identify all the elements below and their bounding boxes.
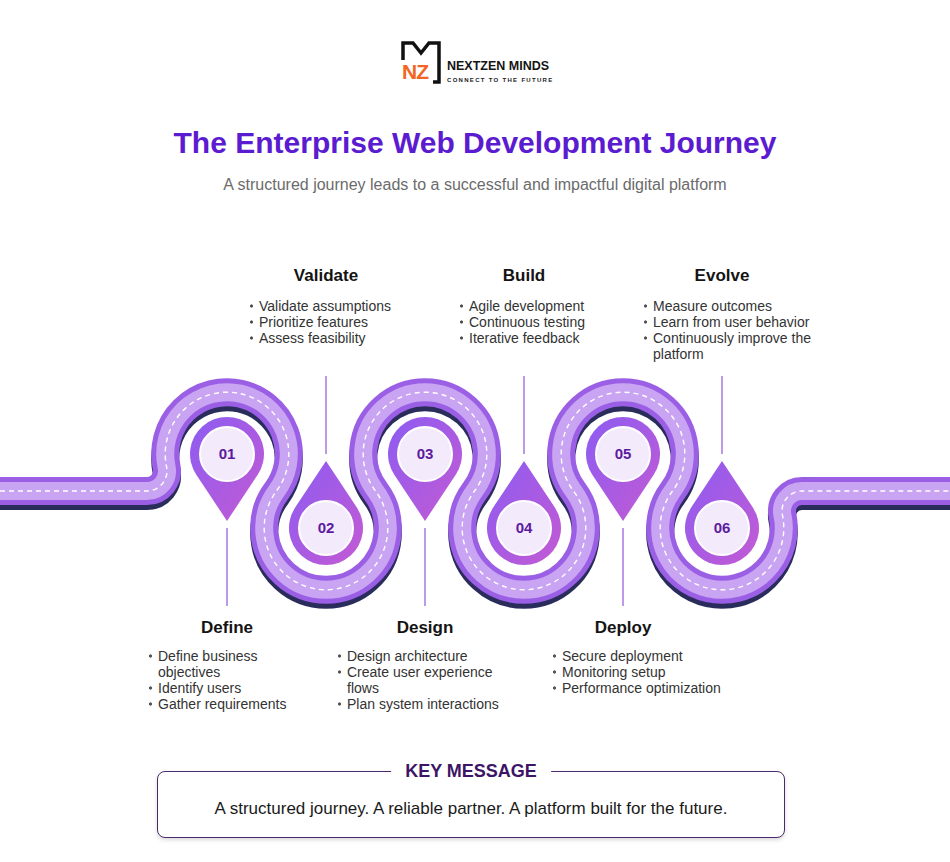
step-heading: Define bbox=[127, 617, 327, 639]
diagram-title: The Enterprise Web Development Journey bbox=[0, 123, 950, 163]
step-bullet: Continuously improve the platform bbox=[643, 330, 823, 362]
pin-body bbox=[685, 461, 759, 565]
ribbon-dashes bbox=[0, 392, 950, 590]
pin-body bbox=[586, 417, 660, 521]
ribbon-band bbox=[0, 392, 950, 590]
step-number: 04 bbox=[484, 518, 564, 538]
step-pin: 06EvolveMeasure outcomesLearn from user … bbox=[682, 458, 762, 568]
step-bullet: Design architecture bbox=[337, 648, 507, 664]
step-list: Design architectureCreate user experienc… bbox=[337, 648, 507, 712]
leader-line bbox=[226, 528, 228, 606]
step-pin: 02ValidateValidate assumptionsPrioritize… bbox=[286, 458, 366, 568]
step-number: 01 bbox=[187, 444, 267, 464]
step-bullet: Define business objectives bbox=[148, 648, 298, 680]
message-body: A structured journey. A reliable partner… bbox=[158, 798, 784, 820]
step-bullet: Create user experience flows bbox=[337, 664, 507, 696]
step-list: Measure outcomesLearn from user behavior… bbox=[643, 298, 823, 362]
logo-mark bbox=[403, 43, 439, 82]
step-number: 03 bbox=[385, 444, 465, 464]
step-list: Define business objectivesIdentify users… bbox=[148, 648, 298, 712]
step-pin: 03DesignDesign architectureCreate user e… bbox=[385, 414, 465, 524]
pin-shape bbox=[583, 414, 663, 524]
pin-body bbox=[289, 461, 363, 565]
step-bullet: Monitoring setup bbox=[552, 664, 742, 680]
ribbon-inner bbox=[0, 392, 950, 590]
step-bullet: Validate assumptions bbox=[249, 298, 409, 314]
step-heading: Design bbox=[325, 617, 525, 639]
step-number: 02 bbox=[286, 518, 366, 538]
step-heading: Build bbox=[424, 265, 624, 287]
step-bullet: Gather requirements bbox=[148, 696, 298, 712]
pin-body bbox=[388, 417, 462, 521]
leader-line bbox=[622, 528, 624, 606]
leader-line bbox=[523, 376, 525, 454]
step-bullet: Secure deployment bbox=[552, 648, 742, 664]
pin-shape bbox=[484, 458, 564, 568]
step-bullet: Performance optimization bbox=[552, 680, 742, 696]
step-number: 06 bbox=[682, 518, 762, 538]
message-box: KEY MESSAGEA structured journey. A relia… bbox=[157, 771, 785, 838]
pin-shape bbox=[385, 414, 465, 524]
pin-shape bbox=[187, 414, 267, 524]
step-pin: 05DeploySecure deploymentMonitoring setu… bbox=[583, 414, 663, 524]
leader-line bbox=[325, 376, 327, 454]
message-heading: KEY MESSAGE bbox=[391, 760, 551, 782]
step-bullet: Plan system interactions bbox=[337, 696, 507, 712]
pin-shape bbox=[286, 458, 366, 568]
step-bullet: Learn from user behavior bbox=[643, 314, 823, 330]
pin-body bbox=[487, 461, 561, 565]
step-list: Secure deploymentMonitoring setupPerform… bbox=[552, 648, 742, 696]
step-heading: Evolve bbox=[622, 265, 822, 287]
brand-name: NEXTZEN MINDS bbox=[447, 58, 549, 74]
step-bullet: Continuous testing bbox=[459, 314, 619, 330]
step-bullet: Iterative feedback bbox=[459, 330, 619, 346]
step-bullet: Assess feasibility bbox=[249, 330, 409, 346]
step-heading: Validate bbox=[226, 265, 426, 287]
leader-line bbox=[721, 376, 723, 454]
leader-lines bbox=[227, 376, 722, 606]
journey-ribbon bbox=[0, 392, 950, 595]
step-bullet: Prioritize features bbox=[249, 314, 409, 330]
step-number: 05 bbox=[583, 444, 663, 464]
pin-shape bbox=[682, 458, 762, 568]
leader-line bbox=[424, 528, 426, 606]
brand-tagline: CONNECT TO THE FUTURE bbox=[447, 76, 554, 84]
step-bullet: Identify users bbox=[148, 680, 298, 696]
logo-letters: NZ bbox=[402, 61, 428, 83]
step-bullet: Measure outcomes bbox=[643, 298, 823, 314]
step-bullet: Agile development bbox=[459, 298, 619, 314]
step-list: Validate assumptionsPrioritize featuresA… bbox=[249, 298, 409, 346]
step-pin: 01DefineDefine business objectivesIdenti… bbox=[187, 414, 267, 524]
subtitle: A structured journey leads to a successf… bbox=[0, 175, 950, 195]
pin-body bbox=[190, 417, 264, 521]
step-list: Agile developmentContinuous testingItera… bbox=[459, 298, 619, 346]
step-heading: Deploy bbox=[523, 617, 723, 639]
step-pin: 04BuildAgile developmentContinuous testi… bbox=[484, 458, 564, 568]
